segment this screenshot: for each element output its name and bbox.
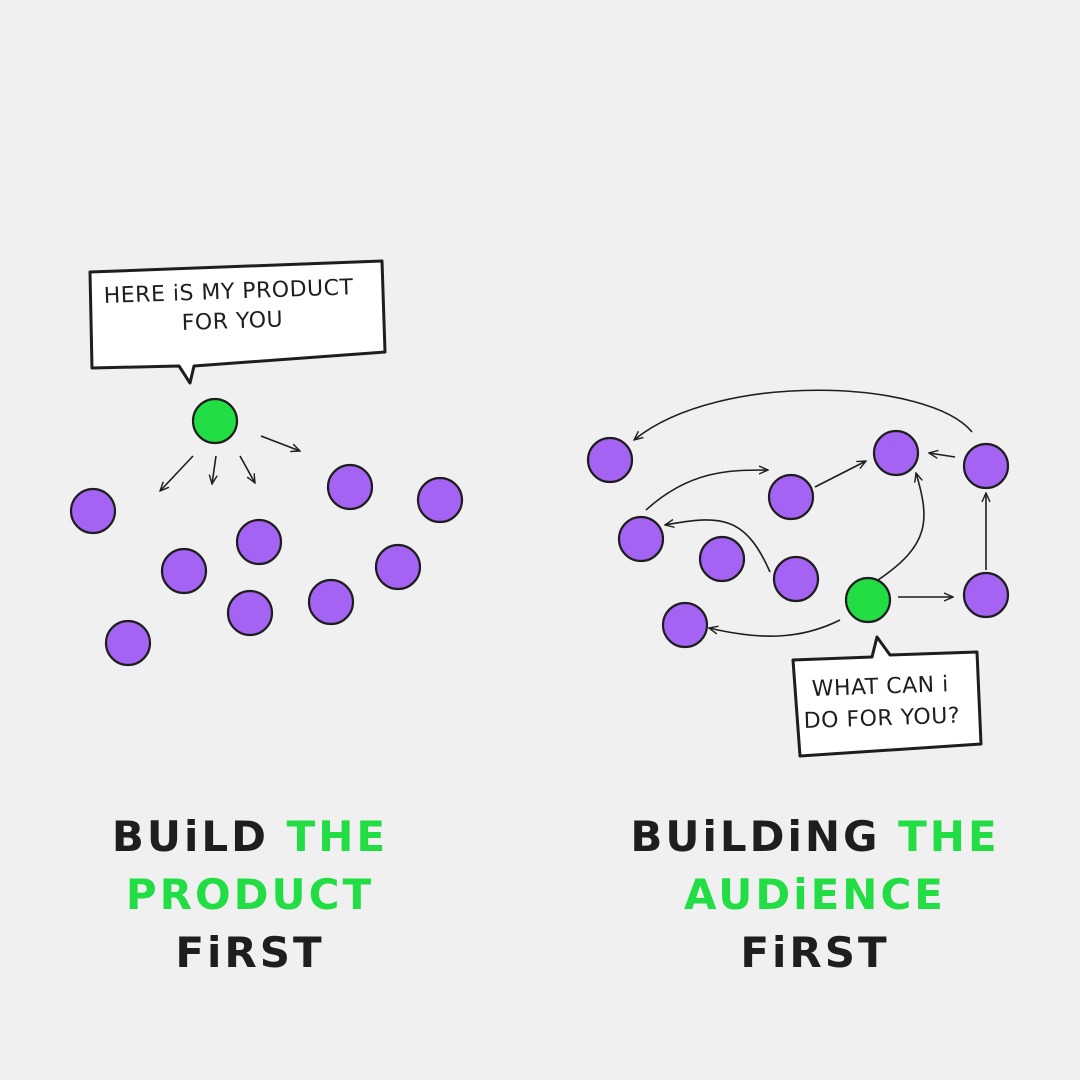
right-caption-word-the: THE (898, 812, 1000, 861)
right-audience-nodes (586, 429, 1010, 649)
right-audience-node (872, 429, 920, 477)
right-arrow-creator-up (877, 473, 925, 581)
left-arrow-4 (260, 435, 300, 451)
right-bubble-shape (791, 635, 983, 758)
left-audience-node (235, 518, 283, 566)
right-caption-line-1: BUiLDiNG THE (600, 808, 1030, 866)
right-caption-line-2: AUDiENCE (684, 870, 946, 919)
left-caption-line-2: PRODUCT (125, 870, 375, 919)
left-arrow-3 (239, 455, 255, 483)
left-speech-bubble: HERE iS MY PRODUCT FOR YOU (88, 259, 387, 385)
left-audience-node (69, 487, 117, 535)
left-creator-node (191, 397, 239, 445)
left-audience-node (326, 463, 374, 511)
left-audience-node (374, 543, 422, 591)
left-arrows (160, 435, 300, 491)
left-audience-node (307, 578, 355, 626)
right-audience-node (962, 442, 1010, 490)
right-arrow-creator-left (709, 619, 841, 637)
right-panel: WHAT CAN i DO FOR YOU? (586, 389, 1010, 758)
right-arrow-top-arc (634, 389, 973, 440)
right-speech-bubble: WHAT CAN i DO FOR YOU? (791, 635, 983, 758)
left-panel: HERE iS MY PRODUCT FOR YOU (69, 259, 464, 667)
right-audience-node (661, 601, 709, 649)
right-arrow-to-mid (645, 470, 768, 511)
right-caption-word-building: BUiLDiNG (630, 812, 899, 861)
right-bubble-line-2: DO FOR YOU? (803, 704, 960, 734)
left-audience-node (226, 589, 274, 637)
left-bubble-shape (88, 259, 387, 385)
left-arrow-1 (160, 455, 194, 491)
right-audience-node (962, 571, 1010, 619)
left-audience-node (104, 619, 152, 667)
right-arrow-right-to-top (929, 453, 956, 457)
right-caption: BUiLDiNG THE AUDiENCE FiRST (600, 808, 1030, 982)
right-audience-node (698, 535, 746, 583)
right-audience-node (772, 555, 820, 603)
left-caption-word-build: BUiLD (111, 812, 287, 861)
right-audience-node (617, 515, 665, 563)
right-caption-line-3: FiRST (740, 928, 890, 977)
right-creator-node (844, 576, 892, 624)
right-audience-node (586, 436, 634, 484)
right-arrow-mid-to-top (814, 461, 866, 488)
left-caption-line-1: BUiLD THE (60, 808, 440, 866)
left-caption-line-3: FiRST (175, 928, 325, 977)
right-arrows (634, 389, 986, 637)
right-arrow-curl-left (665, 520, 771, 573)
left-audience-nodes (69, 463, 464, 667)
right-bubble-line-1: WHAT CAN i (811, 672, 949, 702)
left-arrow-2 (212, 455, 216, 484)
left-caption: BUiLD THE PRODUCT FiRST (60, 808, 440, 982)
left-audience-node (160, 547, 208, 595)
left-bubble-line-2: FOR YOU (181, 307, 283, 336)
left-audience-node (416, 476, 464, 524)
left-caption-word-the: THE (286, 812, 389, 861)
right-audience-node (767, 473, 815, 521)
